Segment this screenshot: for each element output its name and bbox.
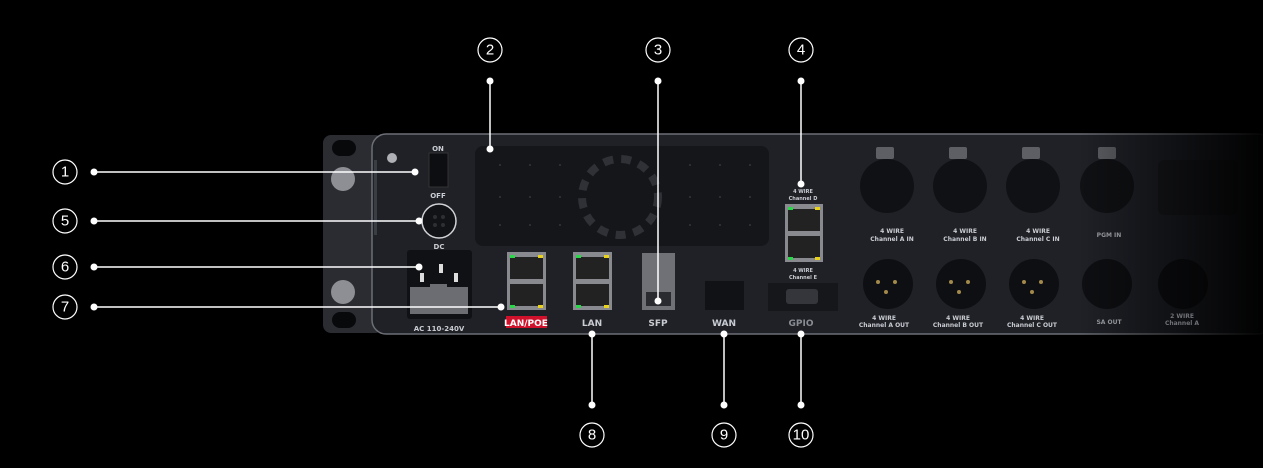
handle-screw-top [331, 167, 355, 191]
ac-label: AC 110-240V [414, 325, 465, 333]
callout-4: 4 [788, 37, 814, 188]
gpio-label: GPIO [789, 319, 814, 329]
dc-label: DC [434, 243, 445, 251]
channel-e-label-2: Channel E [789, 275, 818, 281]
mount-slot-bottom [332, 312, 356, 328]
switch-on-label: ON [432, 145, 444, 153]
xlr-in-a-label-1: 4 WIRE [880, 228, 904, 235]
callout-5: 5 [52, 208, 423, 234]
svg-text:2: 2 [486, 42, 494, 59]
svg-text:8: 8 [588, 427, 596, 444]
svg-text:3: 3 [654, 42, 662, 59]
ground-screw [387, 153, 397, 163]
callout-8: 8 [579, 330, 605, 448]
wan-label: WAN [712, 319, 736, 329]
svg-text:9: 9 [720, 427, 728, 444]
lan-poe-ports[interactable] [507, 252, 546, 310]
lan-poe-label: LAN/POE [504, 319, 548, 329]
power-switch[interactable] [428, 152, 449, 188]
xlr-in-c-label-1: 4 WIRE [1026, 228, 1050, 235]
xlr-in-c-label-2: Channel C IN [1016, 236, 1059, 243]
callout-1: 1 [52, 159, 419, 185]
lan-label: LAN [582, 319, 602, 329]
svg-text:1: 1 [61, 164, 69, 181]
callout-7: 7 [52, 294, 505, 320]
callout-3: 3 [645, 37, 671, 305]
sfp-label: SFP [648, 319, 668, 329]
xlr-out-c-label-2: Channel C OUT [1007, 322, 1058, 329]
lan-ports[interactable] [573, 252, 612, 310]
xlr-in-b-label-2: Channel B IN [943, 236, 986, 243]
2wire-a-label-2: Channel A [1165, 320, 1199, 327]
xlr-in-a-label-2: Channel A IN [870, 236, 913, 243]
pgm-in-label: PGM IN [1097, 232, 1122, 239]
callout-2: 2 [477, 37, 503, 153]
lan-poe-highlight [506, 316, 547, 328]
2wire-a-label-1: 2 WIRE [1170, 313, 1194, 320]
switch-off-label: OFF [430, 192, 446, 200]
right-fade [800, 120, 1263, 350]
svg-text:5: 5 [61, 213, 69, 230]
svg-text:6: 6 [61, 259, 69, 276]
svg-text:10: 10 [793, 427, 810, 444]
svg-text:7: 7 [61, 299, 69, 316]
xlr-out-b-label-1: 4 WIRE [946, 315, 970, 322]
svg-text:4: 4 [797, 42, 805, 59]
wan-port[interactable] [705, 281, 744, 310]
xlr-out-a-label-2: Channel A OUT [859, 322, 910, 329]
fan-vent [475, 146, 769, 246]
rack-ear [323, 135, 383, 333]
callout-6: 6 [52, 254, 423, 280]
channel-d-label-1: 4 WIRE [793, 189, 813, 195]
handle-screw-bottom [331, 280, 355, 304]
channel-e-label-1: 4 WIRE [793, 268, 813, 274]
sa-out-label: SA OUT [1096, 319, 1122, 326]
dc-power-jack[interactable] [421, 203, 457, 239]
callout-10: 10 [788, 330, 814, 448]
channel-d-label-2: Channel D [789, 196, 818, 202]
mount-slot-top [332, 140, 356, 156]
xlr-out-c-label-1: 4 WIRE [1020, 315, 1044, 322]
xlr-in-b-label-1: 4 WIRE [953, 228, 977, 235]
xlr-out-b-label-2: Channel B OUT [933, 322, 984, 329]
callout-9: 9 [711, 330, 737, 448]
xlr-out-a-label-1: 4 WIRE [872, 315, 896, 322]
